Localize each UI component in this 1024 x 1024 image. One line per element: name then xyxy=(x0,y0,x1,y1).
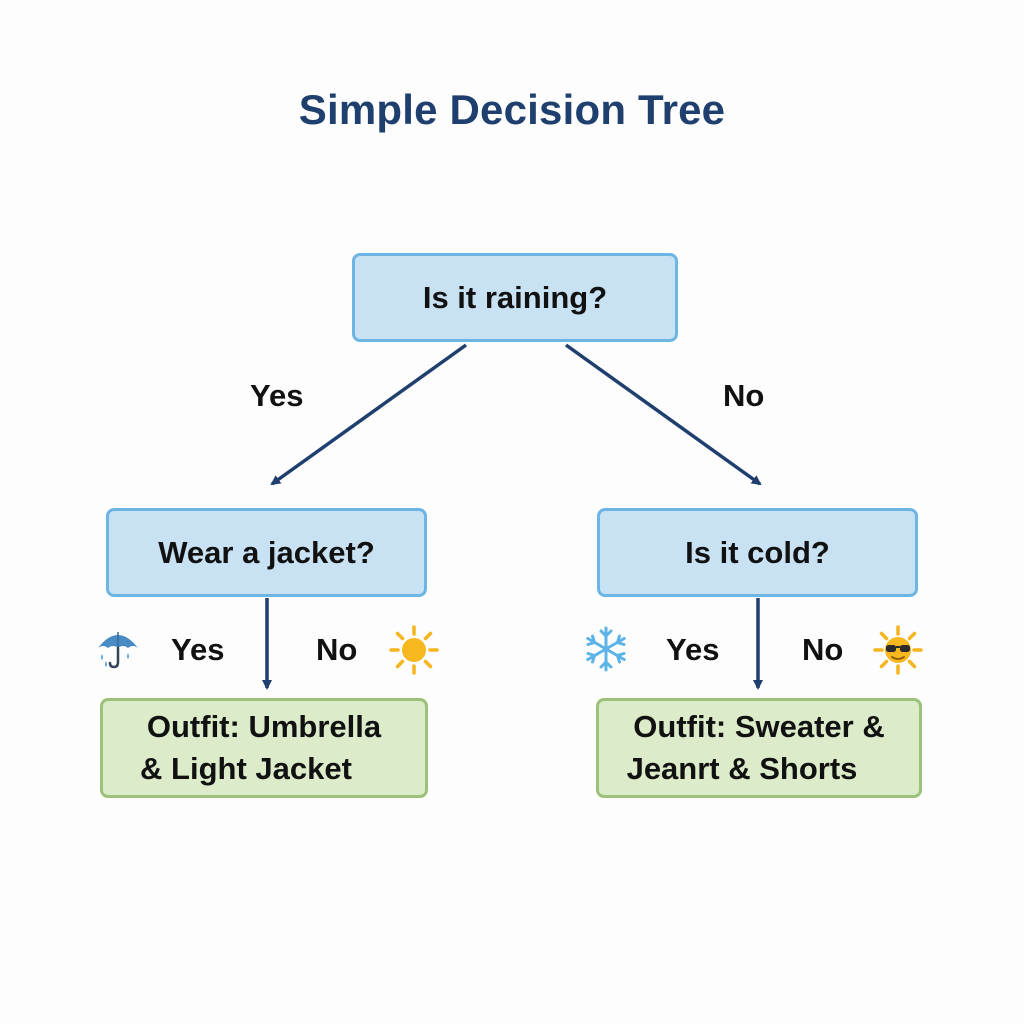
edge-label-root-no: No xyxy=(723,378,765,413)
edge-label-right-yes: Yes xyxy=(666,632,720,667)
right-question-text: Is it cold? xyxy=(685,534,830,570)
edge-label-root-yes: Yes xyxy=(250,378,304,413)
edge-root-left xyxy=(270,343,468,486)
left-question-text: Wear a jacket? xyxy=(158,534,375,570)
diagram-title: Simple Decision Tree xyxy=(298,86,726,133)
right-outcome-line2: Jeanrt & Shorts xyxy=(626,751,858,786)
sunglasses-sun-icon xyxy=(873,625,923,675)
edge-label-right-no: No xyxy=(802,632,844,667)
umbrella-icon xyxy=(98,632,138,669)
left-question-node: Wear a jacket? xyxy=(106,508,427,597)
right-outcome-node: Outfit: Sweater & Jeanrt & Shorts xyxy=(596,698,922,798)
sun-icon xyxy=(389,625,439,675)
root-question-text: Is it raining? xyxy=(422,279,608,315)
root-question-node: Is it raining? xyxy=(352,253,678,342)
snowflake-icon xyxy=(586,626,626,672)
edge-label-left-yes: Yes xyxy=(171,632,225,667)
edge-label-left-no: No xyxy=(316,632,358,667)
right-question-node: Is it cold? xyxy=(597,508,918,597)
right-outcome-line1: Outfit: Sweater & xyxy=(633,709,885,744)
left-outcome-line1: Outfit: Umbrella xyxy=(146,709,382,744)
left-outcome-node: Outfit: Umbrella & Light Jacket xyxy=(100,698,428,798)
edge-root-right xyxy=(564,343,762,486)
left-outcome-line2: & Light Jacket xyxy=(140,751,352,786)
